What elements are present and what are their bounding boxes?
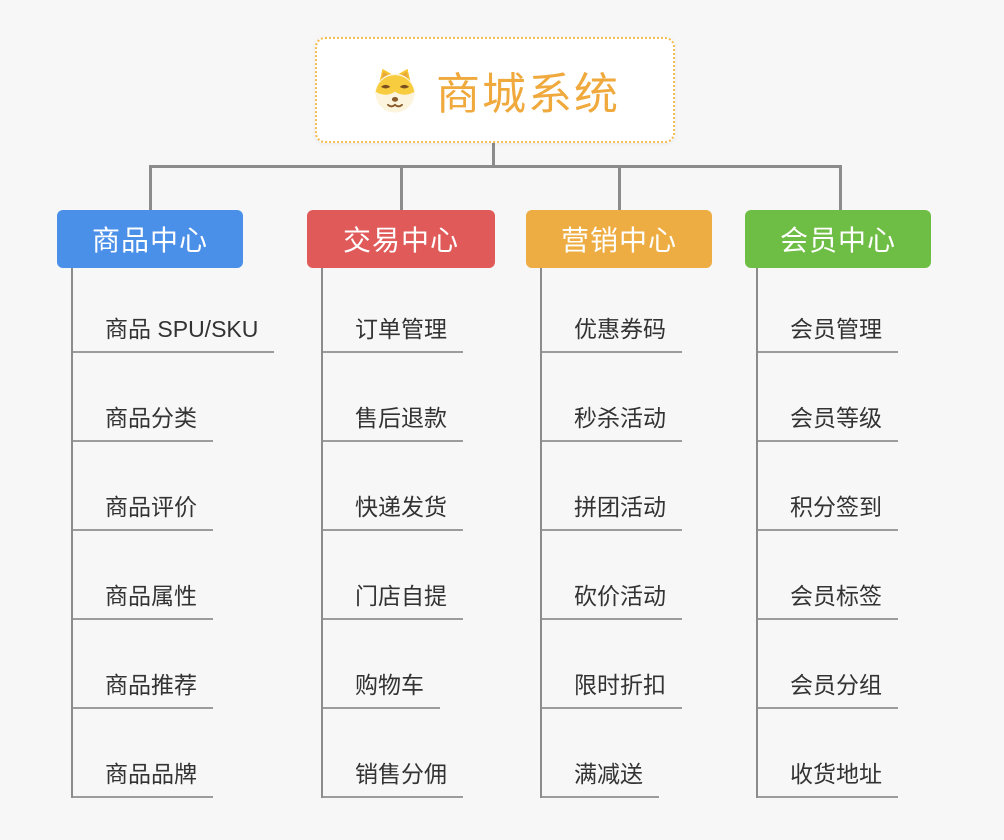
leaf-node[interactable]: 满减送 [542, 709, 682, 798]
leaf-node-label: 会员标签 [758, 577, 898, 620]
leaf-node[interactable]: 收货地址 [758, 709, 898, 798]
leaf-node-label: 商品 SPU/SKU [73, 310, 275, 353]
leaf-node[interactable]: 商品品牌 [73, 709, 274, 798]
leaf-node-label: 满减送 [542, 755, 659, 798]
leaf-node[interactable]: 门店自提 [323, 531, 463, 620]
dog-face-icon [375, 68, 415, 113]
leaf-node[interactable]: 优惠券码 [542, 268, 682, 353]
leaf-node-label: 商品属性 [73, 577, 213, 620]
leaf-node[interactable]: 商品分类 [73, 353, 274, 442]
leaf-node-label: 商品品牌 [73, 755, 213, 798]
leaf-node-label: 会员分组 [758, 666, 898, 709]
leaf-node-label: 收货地址 [758, 755, 898, 798]
leaf-node-label: 购物车 [323, 666, 440, 709]
leaf-node-label: 销售分佣 [323, 755, 463, 798]
leaf-node-label: 会员等级 [758, 399, 898, 442]
leaf-node[interactable]: 商品 SPU/SKU [73, 268, 275, 353]
connector-branch-vertical [618, 165, 621, 211]
leaf-list-marketing: 优惠券码秒杀活动拼团活动砍价活动限时折扣满减送 [540, 268, 682, 798]
leaf-node-label: 商品评价 [73, 488, 213, 531]
leaf-node[interactable]: 拼团活动 [542, 442, 682, 531]
leaf-node[interactable]: 积分签到 [758, 442, 898, 531]
leaf-node-label: 门店自提 [323, 577, 463, 620]
leaf-node-label: 订单管理 [323, 310, 463, 353]
leaf-node[interactable]: 商品属性 [73, 531, 274, 620]
leaf-node[interactable]: 快递发货 [323, 442, 463, 531]
leaf-node[interactable]: 会员分组 [758, 620, 898, 709]
connector-branch-vertical [400, 165, 403, 211]
branch-node-trade[interactable]: 交易中心 [307, 210, 495, 268]
leaf-node[interactable]: 商品推荐 [73, 620, 274, 709]
leaf-node[interactable]: 会员管理 [758, 268, 898, 353]
leaf-list-product: 商品 SPU/SKU 商品分类商品评价商品属性商品推荐商品品牌 [71, 268, 275, 798]
leaf-node[interactable]: 秒杀活动 [542, 353, 682, 442]
leaf-node-label: 优惠券码 [542, 310, 682, 353]
leaf-node[interactable]: 限时折扣 [542, 620, 682, 709]
leaf-node[interactable]: 砍价活动 [542, 531, 682, 620]
branch-node-marketing[interactable]: 营销中心 [526, 210, 712, 268]
leaf-node-label: 砍价活动 [542, 577, 682, 620]
leaf-node-label: 积分签到 [758, 488, 898, 531]
branch-node-product[interactable]: 商品中心 [57, 210, 243, 268]
leaf-node-label: 拼团活动 [542, 488, 682, 531]
leaf-node[interactable]: 售后退款 [323, 353, 463, 442]
leaf-list-trade: 订单管理售后退款快递发货门店自提购物车销售分佣 [321, 268, 463, 798]
leaf-node-label: 商品分类 [73, 399, 213, 442]
leaf-node[interactable]: 商品评价 [73, 442, 274, 531]
leaf-node-label: 商品推荐 [73, 666, 213, 709]
leaf-node-label: 会员管理 [758, 310, 898, 353]
leaf-node[interactable]: 会员等级 [758, 353, 898, 442]
leaf-node[interactable]: 会员标签 [758, 531, 898, 620]
leaf-node-label: 快递发货 [323, 488, 463, 531]
leaf-node-label: 限时折扣 [542, 666, 682, 709]
root-node[interactable]: 商城系统 [315, 37, 675, 143]
leaf-node[interactable]: 订单管理 [323, 268, 463, 353]
leaf-node-label: 售后退款 [323, 399, 463, 442]
root-node-title: 商城系统 [436, 70, 620, 119]
leaf-list-member: 会员管理会员等级积分签到会员标签会员分组收货地址 [756, 268, 898, 798]
connector-horizontal-bus [149, 165, 842, 168]
leaf-node[interactable]: 销售分佣 [323, 709, 463, 798]
connector-branch-vertical [839, 165, 842, 211]
leaf-node[interactable]: 购物车 [323, 620, 463, 709]
connector-branch-vertical [149, 165, 152, 211]
connector-root-vertical [492, 141, 495, 167]
leaf-node-label: 秒杀活动 [542, 399, 682, 442]
branch-node-member[interactable]: 会员中心 [745, 210, 931, 268]
